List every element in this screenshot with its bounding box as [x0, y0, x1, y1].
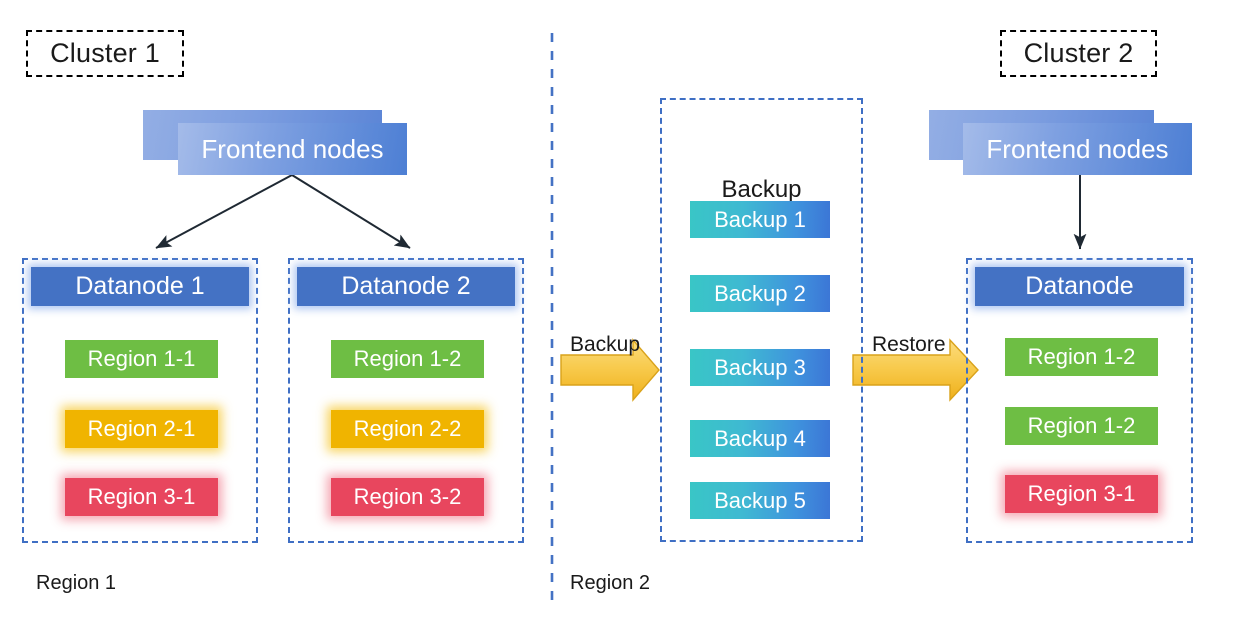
region-chip[interactable]: Region 1-2	[331, 340, 484, 378]
region-chip[interactable]: Region 3-1	[65, 478, 218, 516]
arrow-frontend-to-datanode-1	[155, 174, 293, 249]
backup-flow-label-text: Backup	[570, 333, 641, 356]
frontend-nodes-1-label: Frontend nodes	[201, 133, 384, 164]
backup-flow-label: Backup	[570, 333, 640, 357]
backup-storage-title-line-1: Backup	[721, 176, 802, 203]
region-chip-label: Region 1-2	[1027, 413, 1136, 438]
region-chip-label: Region 2-1	[87, 416, 196, 441]
cluster-2-label-box: Cluster 2	[1000, 30, 1157, 77]
region-chip[interactable]: Region 1-2	[1005, 338, 1158, 376]
backup-item-label: Backup 1	[714, 206, 806, 232]
region-chip[interactable]: Region 3-1	[1005, 475, 1158, 513]
backup-item[interactable]: Backup 5	[690, 482, 830, 519]
region-chip[interactable]: Region 2-2	[331, 410, 484, 448]
datanode-3-header[interactable]: Datanode	[975, 267, 1184, 306]
region-chip-label: Region 3-2	[353, 484, 462, 509]
cluster-1-label: Cluster 1	[50, 38, 160, 68]
frontend-nodes-2-label: Frontend nodes	[986, 133, 1169, 164]
region-chip[interactable]: Region 2-1	[65, 410, 218, 448]
datanode-1-title: Datanode 1	[75, 272, 205, 300]
datanode-3-container	[966, 258, 1193, 543]
backup-storage-title: Backup storage	[660, 110, 863, 366]
datanode-2-title: Datanode 2	[341, 272, 471, 300]
backup-item-label: Backup 4	[714, 425, 806, 451]
backup-item[interactable]: Backup 3	[690, 349, 830, 386]
datanode-3-title: Datanode	[1025, 272, 1134, 300]
region-chip-label: Region 1-2	[353, 346, 462, 371]
backup-item[interactable]: Backup 2	[690, 275, 830, 312]
region-2-footer-label: Region 2	[570, 572, 650, 595]
region-chip-label: Region 3-1	[87, 484, 196, 509]
restore-flow-label-text: Restore	[872, 333, 946, 356]
region-chip[interactable]: Region 1-1	[65, 340, 218, 378]
backup-item-label: Backup 2	[714, 280, 806, 306]
region-1-footer-label: Region 1	[36, 572, 116, 595]
datanode-2-container	[288, 258, 524, 543]
cluster-2-label: Cluster 2	[1023, 38, 1134, 68]
frontend-nodes-1[interactable]: Frontend nodes	[178, 123, 407, 175]
region-chip[interactable]: Region 3-2	[331, 478, 484, 516]
datanode-1-header[interactable]: Datanode 1	[31, 267, 249, 306]
frontend-nodes-2[interactable]: Frontend nodes	[963, 123, 1192, 175]
region-chip-label: Region 1-2	[1027, 344, 1136, 369]
backup-item[interactable]: Backup 1	[690, 201, 830, 238]
region-chip-label: Region 2-2	[353, 416, 462, 441]
region-chip-label: Region 3-1	[1027, 481, 1136, 506]
backup-storage-container	[660, 98, 863, 542]
datanode-2-header[interactable]: Datanode 2	[297, 267, 515, 306]
region-chip-label: Region 1-1	[87, 346, 196, 371]
backup-item-label: Backup 5	[714, 487, 806, 513]
region-1-footer-text: Region 1	[36, 572, 117, 594]
restore-flow-label: Restore	[872, 333, 946, 357]
backup-item[interactable]: Backup 4	[690, 420, 830, 457]
arrow-frontend-to-datanode-2	[291, 174, 411, 249]
cluster-1-label-box: Cluster 1	[26, 30, 184, 77]
datanode-1-container	[22, 258, 258, 543]
region-2-footer-text: Region 2	[570, 572, 651, 594]
backup-item-label: Backup 3	[714, 354, 806, 380]
region-chip[interactable]: Region 1-2	[1005, 407, 1158, 445]
